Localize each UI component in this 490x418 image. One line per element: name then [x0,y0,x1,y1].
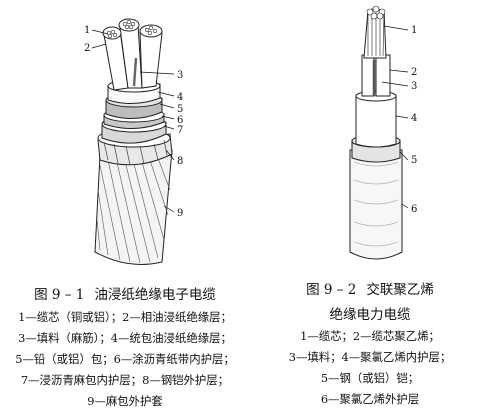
label-2: 2 [411,67,417,78]
xlpe-cable-illustration: 1 2 3 4 5 6 [349,5,417,260]
label-1: 1 [411,25,417,36]
figure-number: 图 9 – 2 [306,282,357,298]
legend-line: 6—聚氯乙烯外护层 [320,392,420,406]
figure-number: 图 9 – 1 [34,287,85,303]
figure-name: 油浸纸绝缘电子电缆 [94,287,216,303]
legend-line: 3—填料；4—聚氯乙烯内护层； [288,350,452,364]
figure-name-line1: 交联聚乙烯 [366,282,434,298]
figure-legend: 1—缆芯（铜或铝）；2—相油浸纸绝缘层； 3—填料（麻筋）；4—统包油浸纸绝缘层… [0,307,250,412]
figure-9-2-caption: 图 9 – 2 交联聚乙烯 绝缘电力电缆 1—缆芯；2—缆芯聚乙烯； 3—填料；4… [250,278,490,410]
label-9: 9 [177,208,183,219]
figure-9-1-caption: 图 9 – 1 油浸纸绝缘电子电缆 1—缆芯（铜或铝）；2—相油浸纸绝缘层； 3—… [0,283,250,412]
label-3: 3 [177,70,183,81]
figure-9-2: 1 2 3 4 5 6 图 9 – 2 交联聚乙烯 绝缘电力电缆 1—缆芯；2—缆… [250,0,490,418]
figure-title: 图 9 – 2 交联聚乙烯 [250,278,490,298]
label-6: 6 [411,204,417,215]
legend-line: 1—缆芯（铜或铝）；2—相油浸纸绝缘层； [18,310,232,324]
label-1: 1 [84,25,90,36]
figure-name-line2: 绝缘电力电缆 [329,307,411,323]
legend-line: 5—铅（或铝）包；6—涂沥青纸带内护层； [15,352,235,366]
figure-legend: 1—缆芯；2—缆芯聚乙烯； 3—填料；4—聚氯乙烯内护层； 5—钢（或铝）铠； … [250,326,490,410]
label-4: 4 [411,113,417,124]
legend-line: 3—填料（麻筋）；4—统包油浸纸绝缘层； [18,331,232,345]
label-3: 3 [411,81,417,92]
label-2: 2 [84,43,90,54]
figure-title: 图 9 – 1 油浸纸绝缘电子电缆 [0,283,250,303]
label-5: 5 [177,104,183,115]
legend-line: 9—麻包外护套 [87,394,163,408]
label-5: 5 [411,155,417,166]
label-7: 7 [177,125,183,136]
figure-9-1: 1 2 3 4 5 6 7 8 9 图 9 – 1 油浸纸绝缘电子电缆 1—缆芯（… [0,18,250,412]
oil-paper-cable-illustration: 1 2 3 4 5 6 7 8 9 [84,18,183,265]
legend-line: 1—缆芯；2—缆芯聚乙烯； [300,329,440,343]
label-6: 6 [177,115,183,126]
legend-line: 7—浸沥青麻包内护层；8—钢铠外护层； [20,373,230,387]
legend-line: 5—钢（或铝）铠； [320,371,420,385]
label-8: 8 [177,156,183,167]
label-4: 4 [177,92,183,103]
